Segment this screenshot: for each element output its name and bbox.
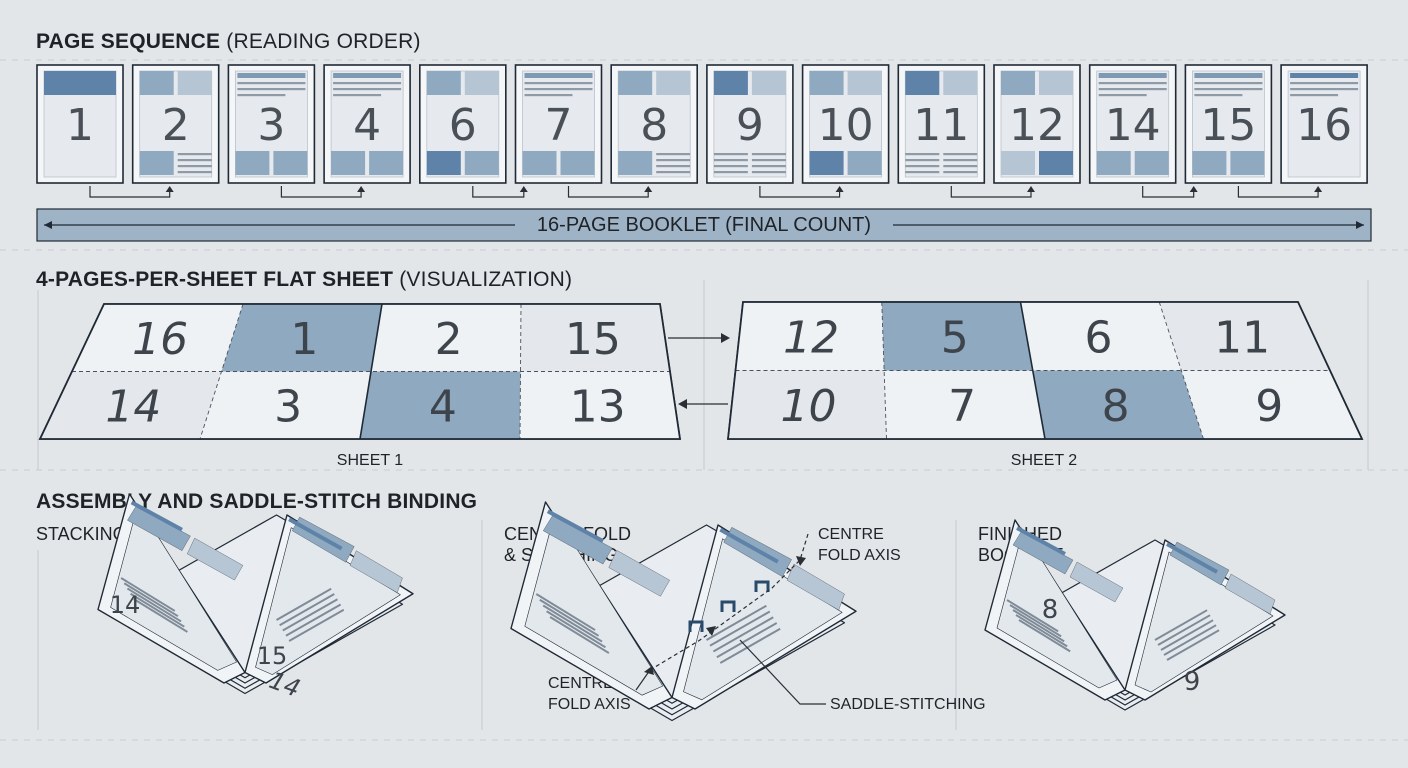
sheet-page-number: 1 xyxy=(290,314,318,365)
sequence-page: 10 xyxy=(801,64,890,184)
sequence-page-number: 2 xyxy=(162,100,190,151)
sequence-page: 12 xyxy=(993,64,1081,184)
finished-booklet-illustration: 89 xyxy=(984,519,1286,711)
sheet-page-number: 6 xyxy=(1084,312,1112,363)
sequence-page-number: 16 xyxy=(1296,100,1352,151)
sheet-panel xyxy=(1032,370,1204,439)
sheet-2-label: SHEET 2 xyxy=(1010,452,1078,469)
sheet-panel xyxy=(881,302,1033,371)
sheet-panel xyxy=(371,304,521,372)
sequence-page-number: 4 xyxy=(353,100,381,151)
sheet-panel xyxy=(200,371,371,439)
sheet-page-number: 9 xyxy=(1255,381,1283,432)
sequence-page-number: 11 xyxy=(913,100,969,151)
sequence-connector-arrow xyxy=(280,186,366,198)
sequence-page-number: 15 xyxy=(1200,100,1256,151)
sheet-panel xyxy=(1020,302,1182,371)
sequence-page: 6 xyxy=(418,64,507,184)
sheet-arrow-left xyxy=(678,399,728,409)
stacking-label: STACKING xyxy=(36,524,127,544)
sheet-panel xyxy=(72,304,243,372)
sheet-page-number: 16 xyxy=(132,314,188,365)
sequence-page-number: 10 xyxy=(818,100,874,151)
sequence-page-number: 14 xyxy=(1105,100,1161,151)
finished-page-number: 8 xyxy=(1042,595,1059,625)
sequence-page: 7 xyxy=(514,64,603,184)
sequence-connector-arrow xyxy=(1237,186,1323,198)
flat-sheet-1: 16 1 2 15 14 3 4 13 xyxy=(38,303,682,440)
sequence-connector-arrow xyxy=(89,186,174,198)
sheet-page-number: 13 xyxy=(570,381,626,432)
sheet-page-number: 2 xyxy=(435,314,463,365)
sequence-page: 14 xyxy=(1088,64,1177,184)
centre-fold-booklet-illustration xyxy=(510,501,857,722)
sheet-page-number: 14 xyxy=(105,381,161,432)
sheet-panel xyxy=(520,371,680,439)
sequence-connector-arrow xyxy=(1142,186,1198,198)
sheet-1-label: SHEET 1 xyxy=(336,452,404,469)
sequence-page: 11 xyxy=(897,64,986,184)
sheet-page-number: 4 xyxy=(429,381,457,432)
sequence-page-number: 12 xyxy=(1009,100,1065,151)
sequence-page-number: 8 xyxy=(640,100,668,151)
sheet-panel xyxy=(728,370,887,439)
sequence-page-number: 1 xyxy=(66,100,94,151)
flat-sheet-2: 12 5 6 11 10 7 8 9 xyxy=(726,301,1364,440)
sheet-page-number: 8 xyxy=(1102,381,1130,432)
sequence-connector-arrow xyxy=(567,186,653,198)
sequence-page-number: 9 xyxy=(736,100,764,151)
sequence-page-number: 3 xyxy=(257,100,285,151)
sheet-page-number: 11 xyxy=(1214,312,1270,363)
sheet-page-number: 3 xyxy=(274,381,302,432)
sequence-page: 8 xyxy=(610,64,699,184)
sheet-panel xyxy=(1181,370,1362,439)
sheet-page-number: 15 xyxy=(565,314,621,365)
stacking-page-number: 14 xyxy=(110,591,141,619)
sequence-connector-arrow xyxy=(950,186,1035,198)
stacking-page-number: 15 xyxy=(257,642,288,670)
centre-fold-axis-label-top: CENTRE FOLD AXIS xyxy=(818,526,901,564)
finished-page-number: 9 xyxy=(1184,667,1201,697)
sequence-connector-arrow xyxy=(759,186,844,198)
sheet-arrow-right xyxy=(668,333,730,343)
section-heading-assembly: ASSEMBLY AND SADDLE-STITCH BINDING xyxy=(36,490,478,513)
sequence-page: 9 xyxy=(706,64,794,184)
sheet-page-number: 5 xyxy=(941,312,969,363)
sheet-panel xyxy=(735,302,885,371)
sheet-panel xyxy=(40,371,222,439)
sheet-panel xyxy=(884,370,1045,439)
sequence-page: 3 xyxy=(227,64,316,184)
sequence-page-number: 7 xyxy=(545,100,573,151)
sequence-connector-arrow xyxy=(472,186,528,198)
sequence-page: 15 xyxy=(1184,64,1273,184)
centre-fold-axis-line xyxy=(635,533,826,705)
section-heading-page-sequence: PAGE SEQUENCE (READING ORDER) xyxy=(36,30,421,53)
saddle-stitching-label: SADDLE-STITCHING xyxy=(830,696,986,713)
sequence-page: 4 xyxy=(323,64,411,184)
sequence-page: 2 xyxy=(131,64,220,184)
sequence-page-number: 6 xyxy=(449,100,477,151)
sheet-page-number: 10 xyxy=(781,381,837,432)
sheet-page-number: 12 xyxy=(783,312,839,363)
booklet-count-label: 16-PAGE BOOKLET (FINAL COUNT) xyxy=(520,214,888,237)
saddle-stitch-staples xyxy=(688,580,770,632)
sequence-page: 16 xyxy=(1280,64,1368,184)
sheet-panel xyxy=(360,371,521,439)
sheet-page-number: 7 xyxy=(948,381,976,432)
sequence-page: 1 xyxy=(36,64,124,184)
sheet-panel xyxy=(221,304,382,372)
sheet-panel xyxy=(1159,302,1330,371)
sheet-panel xyxy=(520,304,670,372)
section-heading-flat-sheet: 4-PAGES-PER-SHEET FLAT SHEET (VISUALIZAT… xyxy=(36,268,573,291)
